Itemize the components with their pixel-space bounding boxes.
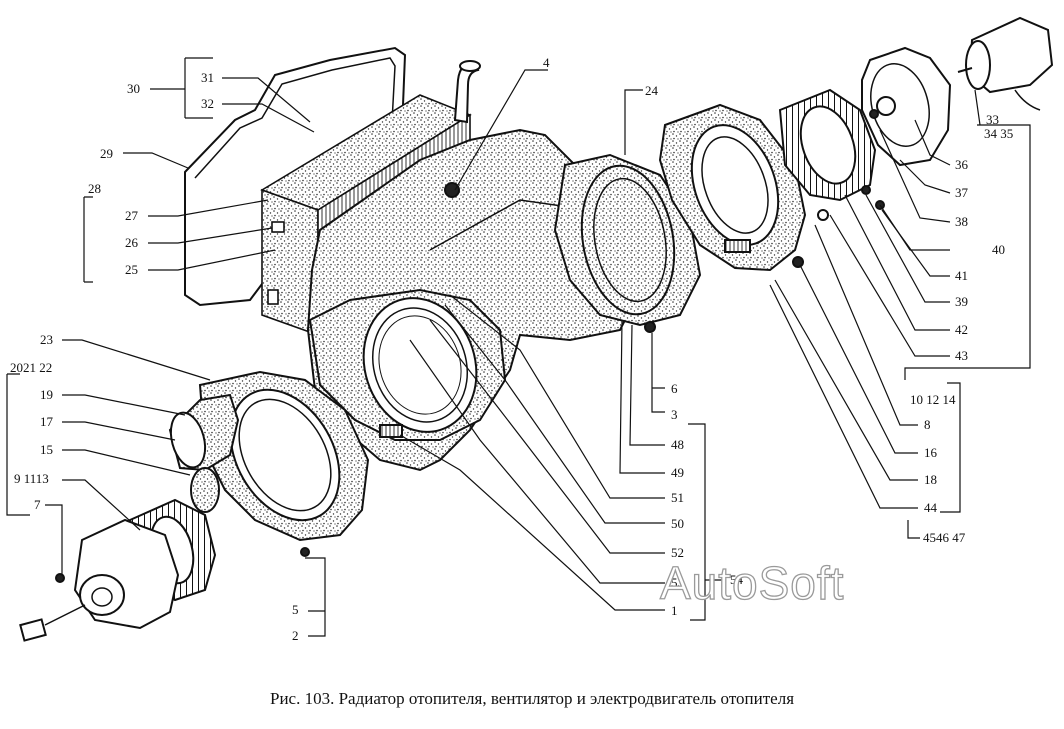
- label-52: 52: [671, 545, 684, 560]
- figure-caption: Рис. 103. Радиатор отопителя, вентилятор…: [269, 689, 795, 708]
- watermark: AutoSoft: [659, 556, 845, 609]
- label-39: 39: [955, 294, 968, 309]
- label-26: 26: [125, 235, 138, 250]
- right-motor-plate-part: [861, 46, 952, 167]
- label-48: 48: [671, 437, 684, 452]
- label-18: 18: [924, 472, 937, 487]
- leader-lines: [6, 57, 1031, 637]
- label-10-12-14: 10 12 14: [910, 392, 956, 407]
- label-4: 4: [543, 55, 550, 70]
- label-20-21-22: 2021 22: [10, 360, 53, 375]
- label-27: 27: [125, 208, 138, 223]
- label-24: 24: [645, 83, 658, 98]
- label-34-35: 34 35: [984, 126, 1014, 141]
- label-42: 42: [955, 322, 968, 337]
- label-38: 38: [955, 214, 968, 229]
- label-5: 5: [292, 602, 299, 617]
- left-electric-motor-part: [19, 518, 310, 642]
- label-51: 51: [671, 490, 684, 505]
- label-8: 8: [924, 417, 931, 432]
- label-54: 54: [730, 572, 743, 587]
- label-23: 23: [40, 332, 53, 347]
- label-40: 40: [992, 242, 1005, 257]
- left-duct-elbow-part: [168, 393, 240, 513]
- label-32: 32: [201, 96, 214, 111]
- left-fan-housing-part: [198, 370, 370, 542]
- right-electric-motor-part: [957, 16, 1054, 111]
- label-50: 50: [671, 516, 684, 531]
- label-19: 19: [40, 387, 53, 402]
- label-6: 6: [671, 381, 678, 396]
- label-37: 37: [955, 185, 968, 200]
- label-2: 2: [292, 628, 299, 643]
- label-28: 28: [88, 181, 101, 196]
- label-3: 3: [671, 407, 678, 422]
- label-15: 15: [40, 442, 53, 457]
- label-16: 16: [924, 445, 937, 460]
- label-17: 17: [40, 414, 53, 429]
- label-30: 30: [127, 81, 140, 96]
- label-44: 44: [924, 500, 937, 515]
- right-fan-housing-part: [658, 103, 807, 272]
- label-41: 41: [955, 268, 968, 283]
- radiator-pipe-part: [453, 60, 481, 124]
- label-36: 36: [955, 157, 968, 172]
- label-45-46-47: 4546 47: [923, 530, 966, 545]
- label-1: 1: [671, 603, 678, 618]
- label-29: 29: [100, 146, 113, 161]
- right-fan-impeller-part: [778, 88, 885, 221]
- housing-flange-part: [308, 288, 507, 441]
- label-7: 7: [34, 497, 41, 512]
- label-53: 53: [671, 575, 684, 590]
- label-31: 31: [201, 70, 214, 85]
- label-49: 49: [671, 465, 684, 480]
- label-9-11-13: 9 1113: [14, 471, 49, 486]
- fan-housing-rings-part: [553, 153, 702, 333]
- label-25: 25: [125, 262, 138, 277]
- label-33: 33: [986, 112, 999, 127]
- label-43: 43: [955, 348, 968, 363]
